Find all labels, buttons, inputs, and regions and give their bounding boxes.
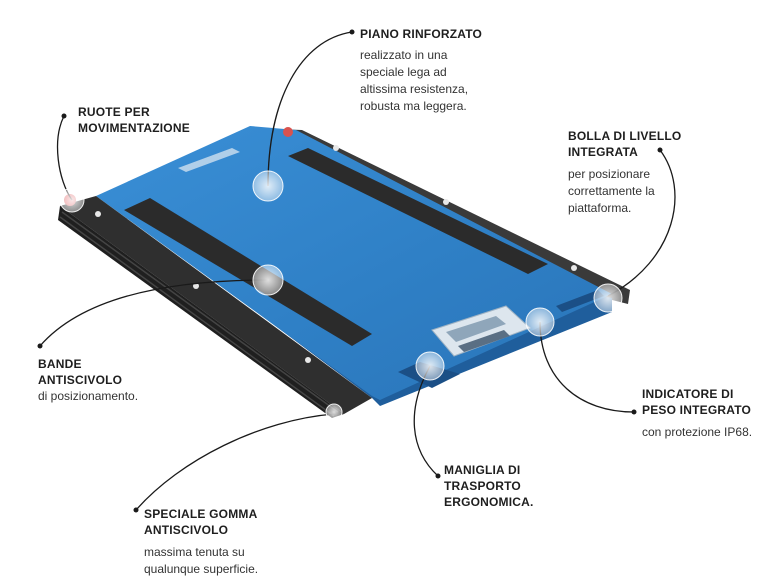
marker-ruote (59, 187, 85, 213)
callout-maniglia-title: MANIGLIA DI TRASPORTO ERGONOMICA. (444, 463, 534, 509)
front-rubber-rail (60, 196, 372, 414)
highlight-markers (59, 170, 623, 421)
callout-bolla: BOLLA DI LIVELLO INTEGRATA per posiziona… (568, 128, 681, 217)
marker-bolla (593, 283, 623, 313)
callout-indicatore: INDICATORE DI PESO INTEGRATO con protezi… (642, 386, 752, 441)
callout-bande-title: BANDE ANTISCIVOLO (38, 357, 123, 387)
weight-indicator-screen (446, 316, 506, 342)
weight-indicator-buttons (458, 330, 510, 352)
line-gomma (135, 413, 335, 511)
line-bolla (607, 149, 676, 297)
marker-gomma (325, 403, 343, 421)
callout-bande: BANDE ANTISCIVOLO di posizionamento. (38, 356, 138, 405)
callout-bande-desc: di posizionamento. (38, 389, 139, 403)
callout-gomma-desc: massima tenuta su qualunque superficie. (144, 545, 259, 576)
line-ruote (56, 115, 73, 201)
rail-groove-2 (59, 216, 335, 417)
marker-piano (252, 170, 284, 202)
rail-screws (95, 145, 577, 363)
callout-bolla-title: BOLLA DI LIVELLO INTEGRATA (568, 129, 682, 159)
anti-slip-strip-right (288, 148, 548, 274)
line-piano (267, 31, 353, 187)
callout-bolla-desc: per posizionare correttamente la piattaf… (568, 167, 655, 215)
callout-piano-title: PIANO RINFORZATO (360, 27, 483, 41)
callout-ruote-title: RUOTE PER MOVIMENTAZIONE (78, 105, 190, 135)
marker-indicatore (525, 307, 555, 337)
rail-groove-1 (61, 211, 339, 413)
callout-maniglia: MANIGLIA DI TRASPORTO ERGONOMICA. (444, 462, 534, 510)
line-bande (39, 279, 269, 347)
callout-indicatore-title: INDICATORE DI PESO INTEGRATO (642, 387, 752, 417)
callout-gomma-title: SPECIALE GOMMA ANTISCIVOLO (144, 507, 258, 537)
callout-gomma: SPECIALE GOMMA ANTISCIVOLO massima tenut… (144, 506, 258, 578)
callout-line-ends (37, 29, 663, 513)
anti-slip-strip-center (124, 198, 372, 346)
marker-maniglia (415, 351, 445, 381)
callout-ruote: RUOTE PER MOVIMENTAZIONE (78, 104, 190, 136)
top-label-plate (178, 148, 240, 172)
level-slot (556, 290, 604, 312)
callout-indicatore-desc: con protezione IP68. (642, 425, 753, 439)
callout-piano-desc: realizzato in una speciale lega ad altis… (360, 48, 469, 113)
line-indicatore (539, 321, 635, 413)
wheel-back (283, 127, 293, 137)
callout-piano: PIANO RINFORZATO realizzato in una speci… (360, 26, 482, 115)
marker-bande (252, 264, 284, 296)
line-maniglia (413, 365, 439, 477)
